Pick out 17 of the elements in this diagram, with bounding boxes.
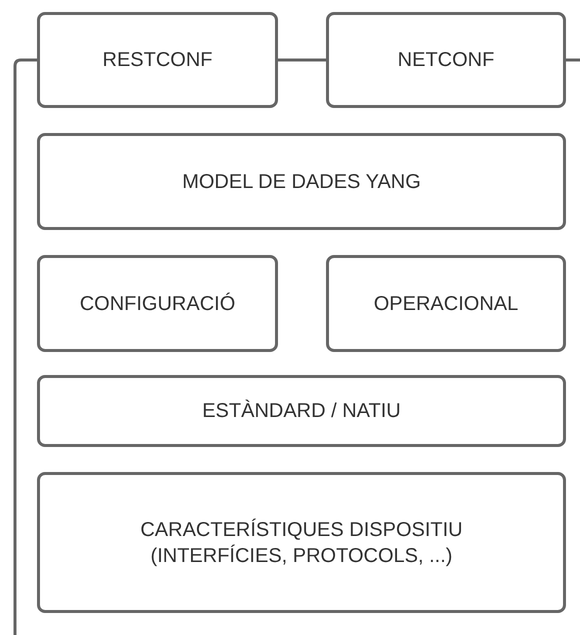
- layer-label: CARACTERÍSTIQUES DISPOSITIU (INTERFÍCIES, PROTOCOLS, ...): [139, 518, 464, 568]
- layer-box: [37, 133, 566, 230]
- layer-box: [37, 12, 278, 108]
- connector-line: [14, 58, 37, 635]
- layer-box: [37, 472, 566, 613]
- layer-box: [326, 255, 566, 352]
- connector-line: [278, 58, 326, 62]
- layer-label: OPERACIONAL: [374, 292, 518, 316]
- layer-label: CONFIGURACIÓ: [80, 292, 236, 316]
- layer-box: [37, 255, 278, 352]
- layer-label: NETCONF: [398, 48, 494, 73]
- layer-label: ESTÀNDARD / NATIU: [202, 398, 401, 424]
- layer-label: MODEL DE DADES YANG: [182, 170, 421, 194]
- layer-box: [37, 375, 566, 447]
- layer-box: [326, 12, 566, 108]
- connector-line: [566, 58, 580, 62]
- layer-label: RESTCONF: [102, 48, 212, 73]
